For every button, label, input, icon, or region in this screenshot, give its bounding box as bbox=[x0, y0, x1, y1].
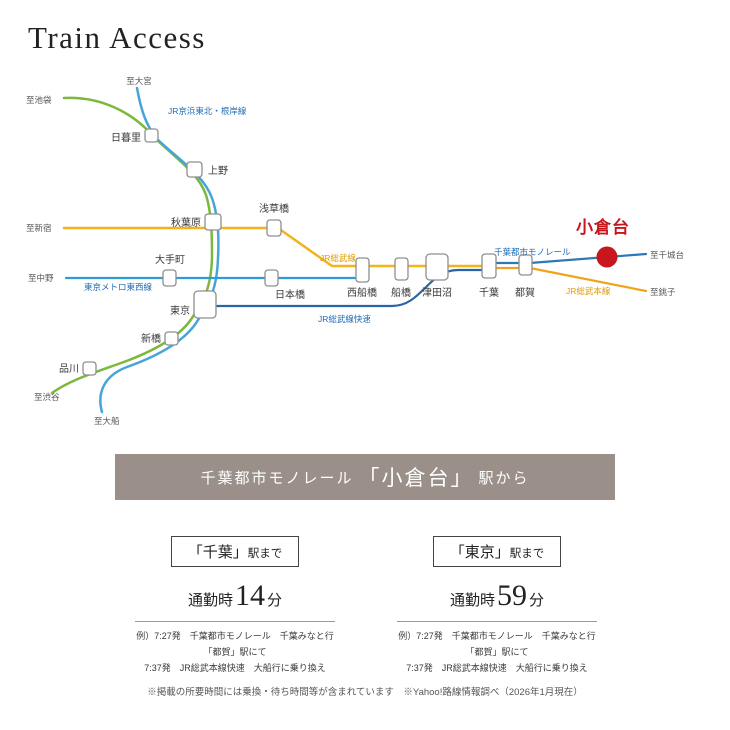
station-box-asakusabashi bbox=[266, 219, 282, 237]
example-line-3: 7:37発 JR総武本線快速 大船行に乗り換え bbox=[144, 662, 326, 673]
line-label-sobu-rapid: JR総武線快速 bbox=[318, 314, 371, 324]
station-box-otemachi bbox=[162, 269, 177, 287]
train-map: 小倉台 日暮里 上野 秋葉原 浅草橋 大手町 日本橋 東京 新橋 品川 西船橋 … bbox=[26, 76, 684, 426]
line-label-keihin-tohoku: JR京浜東北・根岸線 bbox=[168, 106, 247, 116]
route-chiba: 「千葉」駅まで 通勤時 14 分 例）7:27発 千葉都市モノレール 千葉みなと… bbox=[120, 536, 350, 676]
edge-label-ofuna: 至大船 bbox=[94, 416, 120, 426]
station-label-akihabara: 秋葉原 bbox=[171, 216, 201, 229]
station-box-akihabara bbox=[204, 213, 222, 231]
station-label-ueno: 上野 bbox=[208, 165, 228, 177]
monorail-banner: 千葉都市モノレール 「小倉台」 駅から bbox=[115, 454, 615, 500]
edge-label-ikebukuro: 至池袋 bbox=[26, 95, 52, 105]
example-line-1: 例）7:27発 千葉都市モノレール 千葉みなと行 bbox=[398, 631, 596, 641]
destination-name: 「東京」 bbox=[449, 544, 510, 561]
station-box-funabashi bbox=[394, 257, 409, 281]
edge-label-nakano: 至中野 bbox=[28, 273, 54, 283]
route-tokyo: 「東京」駅まで 通勤時 59 分 例）7:27発 千葉都市モノレール 千葉みなと… bbox=[382, 536, 612, 676]
station-label-shimbashi: 新橋 bbox=[141, 332, 161, 345]
edge-label-shinjuku: 至新宿 bbox=[26, 223, 52, 233]
station-label-asakusabashi: 浅草橋 bbox=[259, 202, 289, 215]
banner-prefix: 千葉都市モノレール bbox=[200, 469, 354, 487]
destination-suffix: 駅まで bbox=[247, 548, 283, 560]
commute-time-chiba: 通勤時 14 分 bbox=[120, 579, 350, 613]
example-line-2: 「都賀」駅にて bbox=[465, 646, 529, 657]
station-box-shimbashi bbox=[164, 331, 179, 346]
time-minutes: 14 bbox=[235, 579, 265, 612]
line-label-tozai: 東京メトロ東西線 bbox=[84, 282, 153, 292]
edge-label-shibuya: 至渋谷 bbox=[34, 392, 60, 402]
station-label-shinagawa: 品川 bbox=[59, 363, 79, 375]
route-example-chiba: 例）7:27発 千葉都市モノレール 千葉みなと行 「都賀」駅にて 7:37発 J… bbox=[120, 629, 350, 676]
oguradai-station-marker bbox=[596, 246, 618, 268]
example-line-1: 例）7:27発 千葉都市モノレール 千葉みなと行 bbox=[136, 631, 334, 641]
edge-label-chishirodai: 至千城台 bbox=[650, 250, 684, 260]
station-label-nippori: 日暮里 bbox=[111, 131, 141, 144]
page-title: Train Access bbox=[28, 20, 206, 55]
station-label-tsuga: 都賀 bbox=[515, 287, 535, 299]
sobu-local-line bbox=[62, 226, 492, 268]
edge-label-omiya: 至大宮 bbox=[126, 76, 152, 86]
line-label-sobu-main: JR総武本線 bbox=[566, 286, 611, 296]
banner-suffix: 駅から bbox=[478, 469, 530, 487]
station-label-oguradai: 小倉台 bbox=[576, 217, 630, 237]
example-line-3: 7:37発 JR総武本線快速 大船行に乗り換え bbox=[406, 662, 588, 673]
time-prefix: 通勤時 bbox=[187, 592, 233, 609]
edge-label-choshi: 至銚子 bbox=[650, 287, 676, 297]
station-label-nishifunabashi: 西船橋 bbox=[347, 286, 377, 299]
banner-station-name: 「小倉台」 bbox=[358, 467, 474, 490]
station-box-tsuga bbox=[518, 254, 533, 276]
station-box-nippori bbox=[144, 128, 159, 143]
time-prefix: 通勤時 bbox=[449, 592, 495, 609]
station-label-chiba: 千葉 bbox=[479, 286, 499, 299]
sobu-rapid-line bbox=[215, 268, 492, 308]
station-box-tsudanuma bbox=[425, 253, 449, 281]
example-line-2: 「都賀」駅にて bbox=[203, 646, 267, 657]
time-minutes: 59 bbox=[497, 579, 527, 612]
destination-suffix: 駅まで bbox=[509, 548, 545, 560]
line-label-sobu: JR総武線 bbox=[320, 253, 356, 263]
divider bbox=[135, 621, 335, 622]
time-unit: 分 bbox=[529, 592, 545, 609]
destination-name: 「千葉」 bbox=[187, 544, 248, 561]
station-label-tsudanuma: 津田沼 bbox=[422, 286, 452, 299]
station-label-funabashi: 船橋 bbox=[391, 286, 411, 299]
station-box-shinagawa bbox=[82, 361, 97, 376]
destination-box-chiba: 「千葉」駅まで bbox=[170, 536, 300, 567]
destination-box-tokyo: 「東京」駅まで bbox=[432, 536, 562, 567]
station-label-nihombashi: 日本橋 bbox=[275, 288, 305, 301]
station-box-nishifunabashi bbox=[355, 257, 370, 283]
station-label-otemachi: 大手町 bbox=[155, 253, 185, 266]
station-box-chiba bbox=[481, 253, 497, 279]
commute-time-tokyo: 通勤時 59 分 bbox=[382, 579, 612, 613]
station-box-tokyo bbox=[193, 290, 217, 319]
route-example-tokyo: 例）7:27発 千葉都市モノレール 千葉みなと行 「都賀」駅にて 7:37発 J… bbox=[382, 629, 612, 676]
footnote: ※掲載の所要時間には乗換・待ち時間等が含まれています ※Yahoo!路線情報調べ… bbox=[147, 687, 583, 698]
time-unit: 分 bbox=[267, 592, 283, 609]
line-label-monorail: 千葉都市モノレール bbox=[494, 247, 571, 257]
divider bbox=[397, 621, 597, 622]
station-box-nihombashi bbox=[264, 269, 279, 287]
station-label-tokyo: 東京 bbox=[170, 304, 190, 317]
station-box-ueno bbox=[186, 161, 203, 178]
